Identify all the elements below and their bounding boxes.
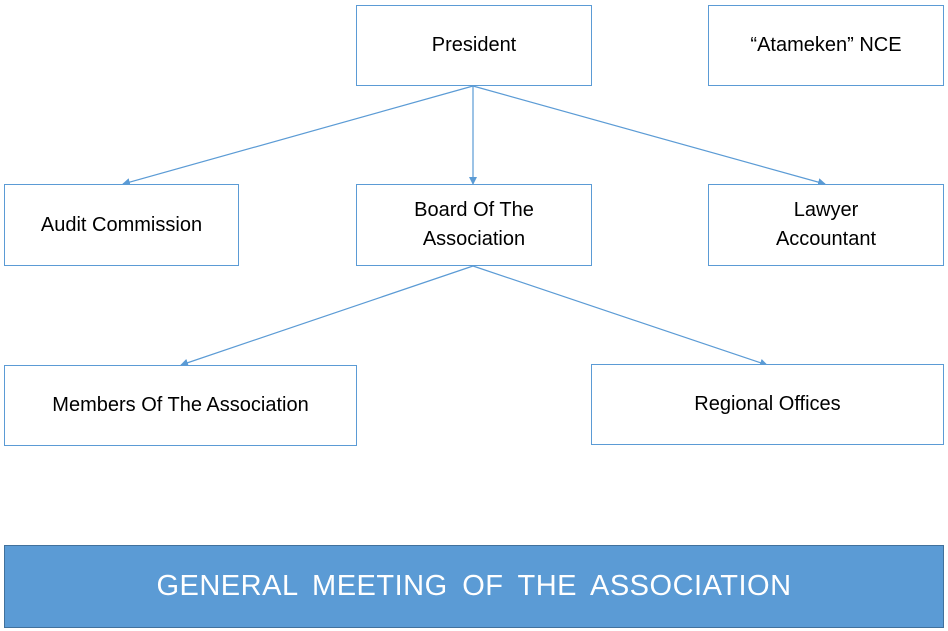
president-label: President	[431, 34, 517, 56]
atameken-box: “Atameken” NCE	[708, 5, 944, 86]
president-box: President	[356, 5, 592, 86]
board-box: Board Of The Association	[356, 184, 592, 266]
general-meeting-banner: GENERAL MEETING OF THE ASSOCIATION	[4, 545, 944, 628]
regional-offices-label: Regional Offices	[694, 393, 841, 415]
connector-board-regional	[472, 265, 768, 367]
lawyer-accountant-box: Lawyer Accountant	[708, 184, 944, 266]
general-meeting-label: GENERAL MEETING OF THE ASSOCIATION	[156, 570, 792, 602]
connector-president-audit	[122, 85, 474, 186]
audit-commission-label: Audit Commission	[40, 213, 203, 236]
members-label: Members Of The Association	[52, 394, 309, 416]
members-box: Members Of The Association	[4, 365, 357, 446]
connector-board-members	[180, 265, 474, 367]
regional-offices-box: Regional Offices	[591, 364, 944, 445]
board-label: Board Of The Association	[414, 199, 534, 250]
lawyer-accountant-label: Lawyer Accountant	[775, 199, 877, 250]
audit-commission-box: Audit Commission	[4, 184, 239, 266]
atameken-label: “Atameken” NCE	[750, 34, 902, 56]
connector-president-lawyer	[472, 85, 826, 186]
